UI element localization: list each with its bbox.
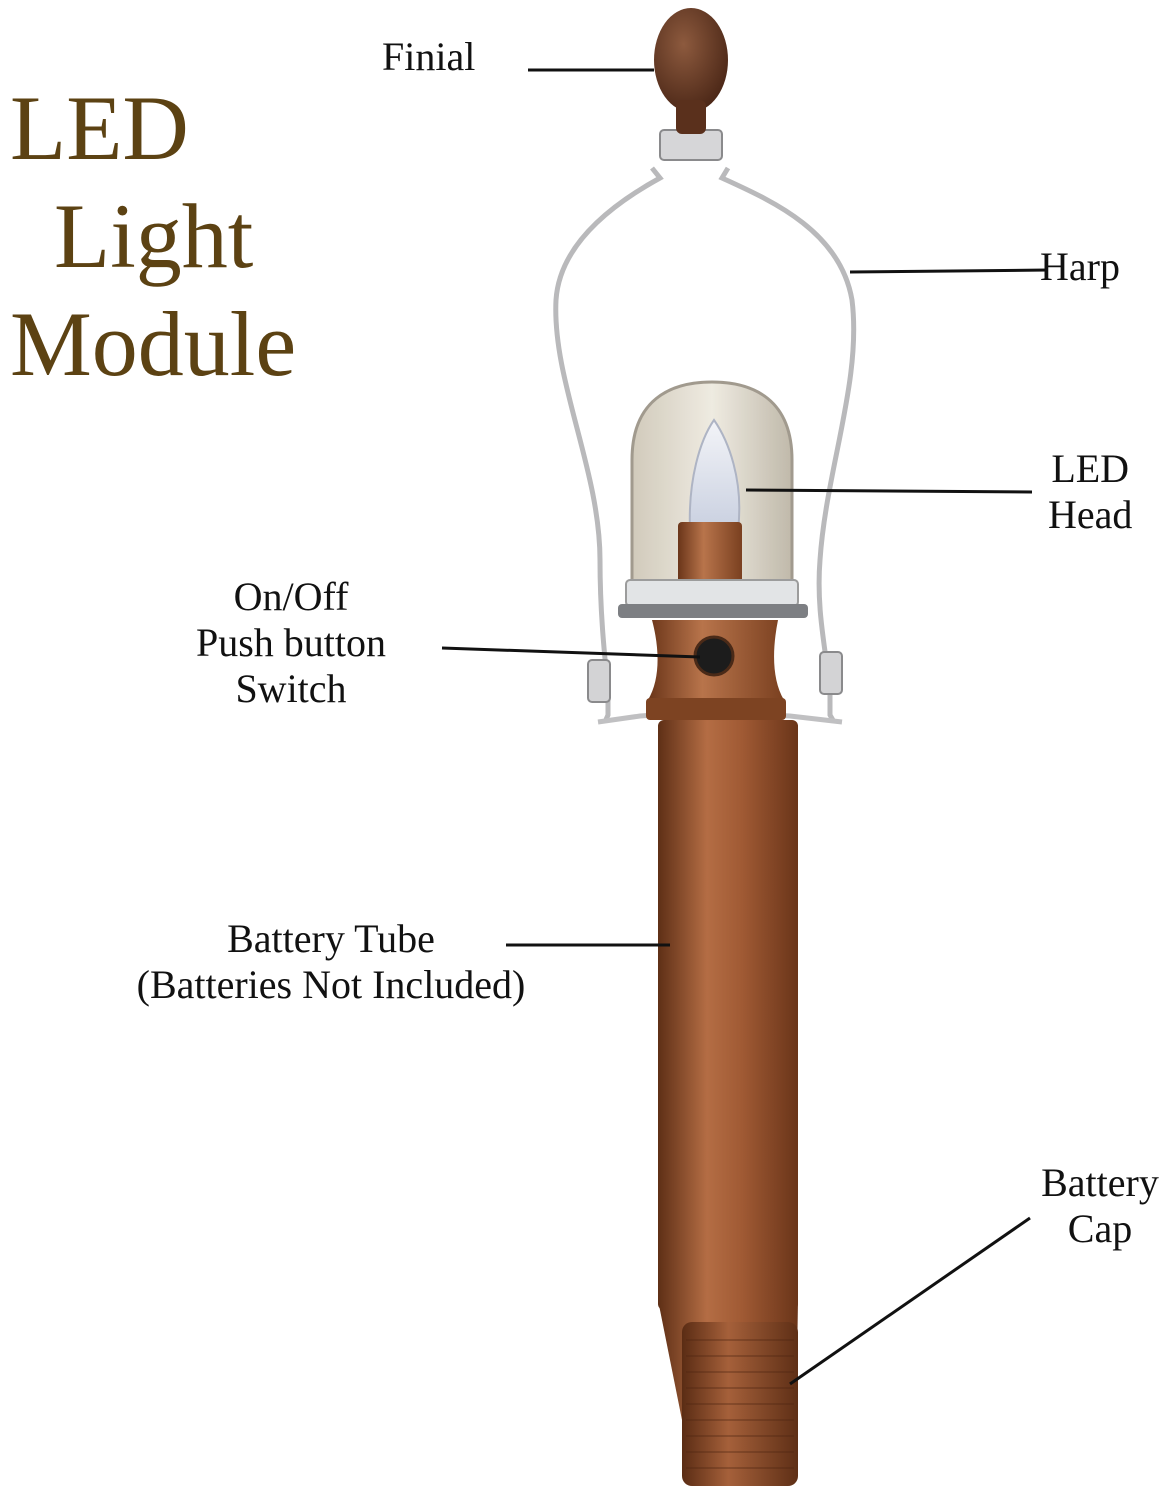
title-line-led: LED — [10, 77, 189, 179]
leader-led-head — [745, 488, 1033, 494]
harp-wire — [553, 166, 664, 723]
label-switch: On/Off Push button Switch — [195, 574, 387, 711]
harp-top-bracket — [659, 129, 723, 161]
title-line-module: Module — [10, 293, 297, 395]
led-flame — [688, 418, 741, 531]
label-led-head: LED Head — [1048, 446, 1133, 537]
leader-switch — [441, 646, 701, 659]
dome-ring — [625, 579, 799, 607]
push-button — [693, 635, 735, 677]
harp-wire-right — [718, 166, 857, 724]
label-harp: Harp — [1040, 244, 1120, 289]
battery-tube — [658, 720, 798, 1310]
collar-bottom — [646, 698, 786, 720]
label-battery-cap: Battery Cap — [1041, 1160, 1159, 1251]
harp-clip-left — [587, 659, 611, 703]
leader-harp — [849, 268, 1049, 274]
finial-neck — [676, 100, 706, 134]
leader-battery-cap — [789, 1216, 1031, 1386]
finial-ball — [654, 8, 728, 112]
harp-clip-right — [819, 651, 843, 695]
battery-cap-knurling — [686, 1339, 794, 1469]
led-base-copper — [678, 522, 742, 594]
label-battery-tube: Battery Tube (Batteries Not Included) — [136, 916, 526, 1007]
title-line-light: Light — [54, 185, 254, 287]
dome-base-plate — [618, 604, 808, 618]
label-finial: Finial — [382, 34, 476, 79]
